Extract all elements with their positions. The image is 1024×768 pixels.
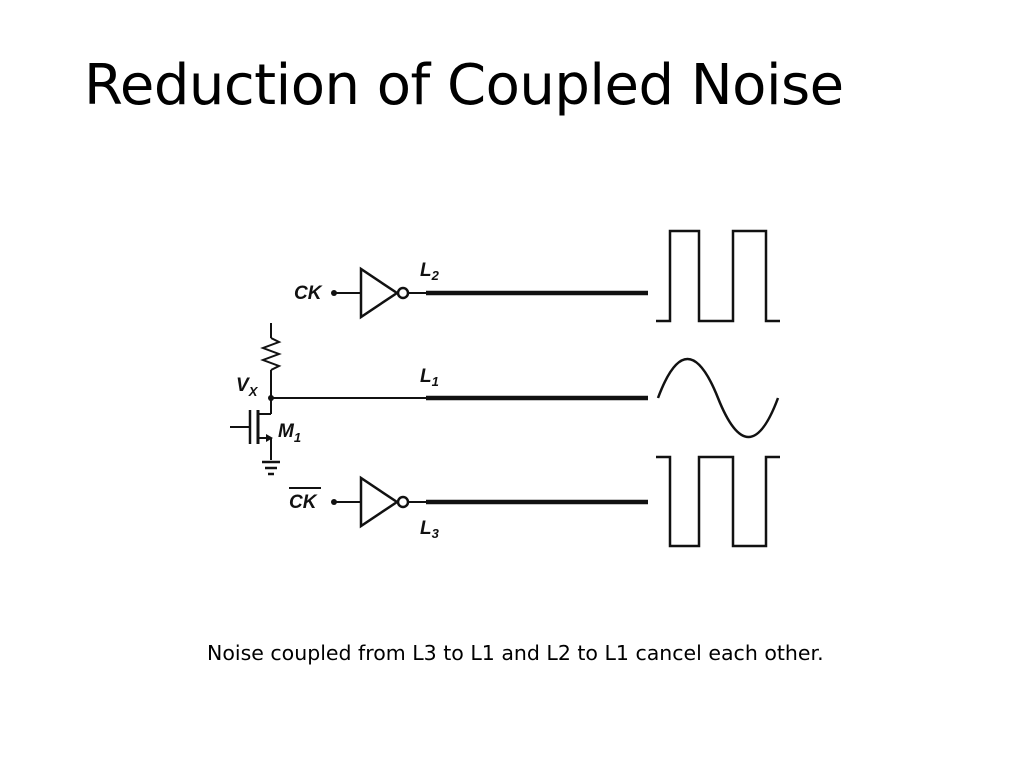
vx-label: VX — [236, 375, 259, 399]
nmos-m1-icon — [230, 398, 273, 460]
sine-wave — [656, 357, 780, 439]
ck-bar-label: CK — [289, 492, 318, 513]
l2-label: L2 — [420, 260, 440, 283]
line-l1-group: VX L1 M1 — [230, 323, 780, 476]
inverter-top-bubble — [396, 286, 410, 300]
inverter-top — [359, 266, 400, 320]
l3-label: L3 — [420, 518, 440, 541]
m1-label: M1 — [278, 421, 301, 445]
inverter-bottom — [359, 475, 400, 529]
ground-icon — [262, 460, 280, 476]
slide-title: Reduction of Coupled Noise — [84, 53, 844, 118]
square-wave-bottom — [656, 455, 780, 548]
square-wave-top — [656, 229, 780, 323]
line-l3-group: CK L3 — [289, 455, 780, 548]
caption: Noise coupled from L3 to L1 and L2 to L1… — [207, 641, 824, 665]
inverter-bottom-bubble — [396, 495, 410, 509]
l1-label: L1 — [420, 366, 439, 389]
line-l2-group: CK L2 — [294, 229, 780, 323]
ck-label: CK — [294, 283, 323, 304]
resistor-icon — [260, 337, 282, 371]
